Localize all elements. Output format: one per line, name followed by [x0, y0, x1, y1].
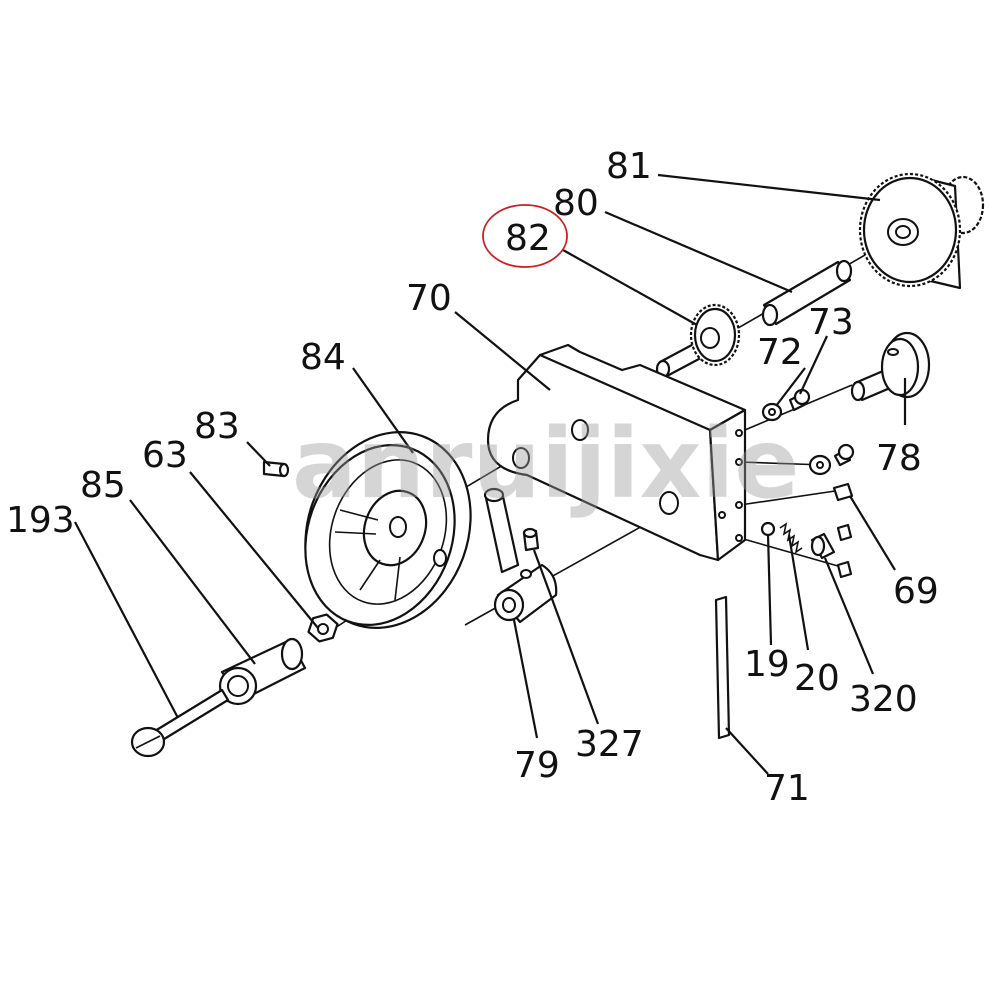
highlight-circle — [482, 204, 568, 268]
key-71 — [714, 595, 731, 740]
label-73: 73 — [808, 302, 854, 343]
spring-20 — [779, 522, 803, 554]
label-72: 72 — [757, 332, 803, 373]
label-78: 78 — [876, 438, 922, 479]
screw-193 — [130, 688, 230, 758]
leader-lines — [74, 173, 907, 775]
label-70: 70 — [406, 278, 452, 319]
gear-81 — [858, 172, 985, 290]
label-79: 79 — [514, 745, 560, 786]
washer-lower — [808, 454, 832, 476]
label-193: 193 — [6, 500, 75, 541]
shaft-80 — [761, 259, 853, 327]
washer-72 — [761, 402, 783, 422]
screw-lower — [833, 443, 855, 467]
label-85: 85 — [80, 465, 126, 506]
watermark-text: anruijixie — [292, 408, 799, 520]
label-19: 19 — [744, 644, 790, 685]
label-81: 81 — [606, 146, 652, 187]
label-20: 20 — [794, 658, 840, 699]
label-71: 71 — [764, 768, 810, 809]
label-69: 69 — [893, 571, 939, 612]
label-83: 83 — [194, 406, 240, 447]
sleeve-85 — [218, 637, 307, 706]
flange-shaft-78 — [850, 331, 931, 402]
lever-79 — [483, 487, 558, 624]
label-84: 84 — [300, 337, 346, 378]
housing-70 — [486, 343, 747, 562]
handwheel-84 — [304, 431, 472, 629]
set-screw-69 — [832, 482, 854, 502]
nut-63 — [307, 613, 339, 643]
plug-320 — [810, 523, 853, 579]
label-327: 327 — [575, 724, 644, 765]
gear-82 — [655, 303, 741, 379]
ball-19 — [760, 521, 776, 537]
label-63: 63 — [142, 435, 188, 476]
label-82: 82 — [505, 218, 551, 259]
part-labels: 81 80 82 70 73 72 84 83 63 85 193 78 69 … — [6, 146, 939, 809]
label-80: 80 — [553, 183, 599, 224]
label-320: 320 — [849, 679, 918, 720]
set-screw-327 — [522, 527, 540, 552]
